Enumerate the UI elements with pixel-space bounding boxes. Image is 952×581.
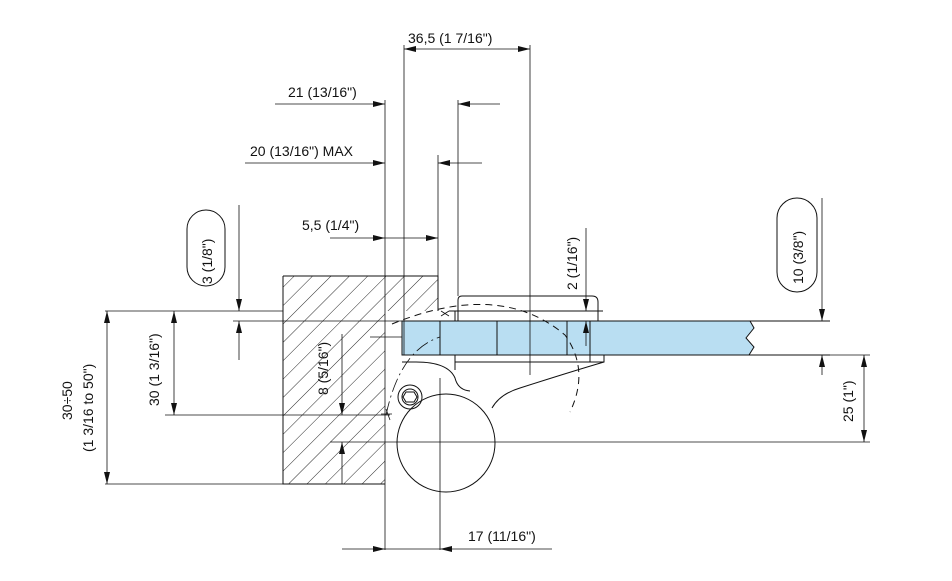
dimension-25: 25 (1") (840, 355, 867, 442)
dimension-20-max: 20 (13/16") MAX (245, 143, 482, 166)
dimension-30-label: 30 (1 3/16") (146, 333, 162, 406)
dimension-3: 3 (1/8") (186, 205, 242, 360)
dimension-8-label: 8 (5/16") (315, 342, 331, 395)
dimension-8: 8 (5/16") (315, 334, 345, 484)
dimension-2: 2 (1/16") (564, 228, 589, 346)
dimension-21: 21 (13/16") (275, 84, 500, 107)
glass-panel (401, 320, 830, 356)
dimension-20-label: 20 (13/16") MAX (250, 143, 354, 159)
dimension-21-label: 21 (13/16") (288, 84, 357, 100)
hinge-clamp (402, 295, 605, 409)
wall-section (282, 275, 439, 485)
dimension-5-5-label: 5,5 (1/4") (302, 217, 359, 233)
dimension-2-label: 2 (1/16") (564, 237, 580, 290)
dimension-5-5: 5,5 (1/4") (302, 217, 438, 241)
dimension-30: 30 (1 3/16") (146, 311, 177, 415)
dimension-30-50-line2: (1 3/16 to 50") (80, 364, 96, 452)
dimension-30-50-line1: 30÷50 (59, 381, 75, 420)
badge-3-label: 3 (1/8") (199, 239, 215, 284)
dimension-30-50: 30÷50 (1 3/16 to 50") (59, 311, 110, 484)
dimension-17-label: 17 (11/16") (468, 528, 536, 544)
swing-arc (391, 303, 580, 413)
dimension-36-5-label: 36,5 (1 7/16") (408, 30, 492, 46)
badge-10-label: 10 (3/8") (790, 231, 806, 284)
construction-lines (105, 45, 870, 550)
bolt-icon (397, 384, 423, 410)
badge-10 (776, 197, 818, 293)
pivot-cylinder (396, 393, 496, 493)
dimension-17: 17 (11/16") (342, 528, 552, 552)
dimension-36-5: 36,5 (1 7/16") (404, 30, 530, 52)
dimension-25-label: 25 (1") (840, 380, 856, 422)
dimension-10: 10 (3/8") (776, 197, 825, 375)
badge-3 (186, 209, 226, 287)
